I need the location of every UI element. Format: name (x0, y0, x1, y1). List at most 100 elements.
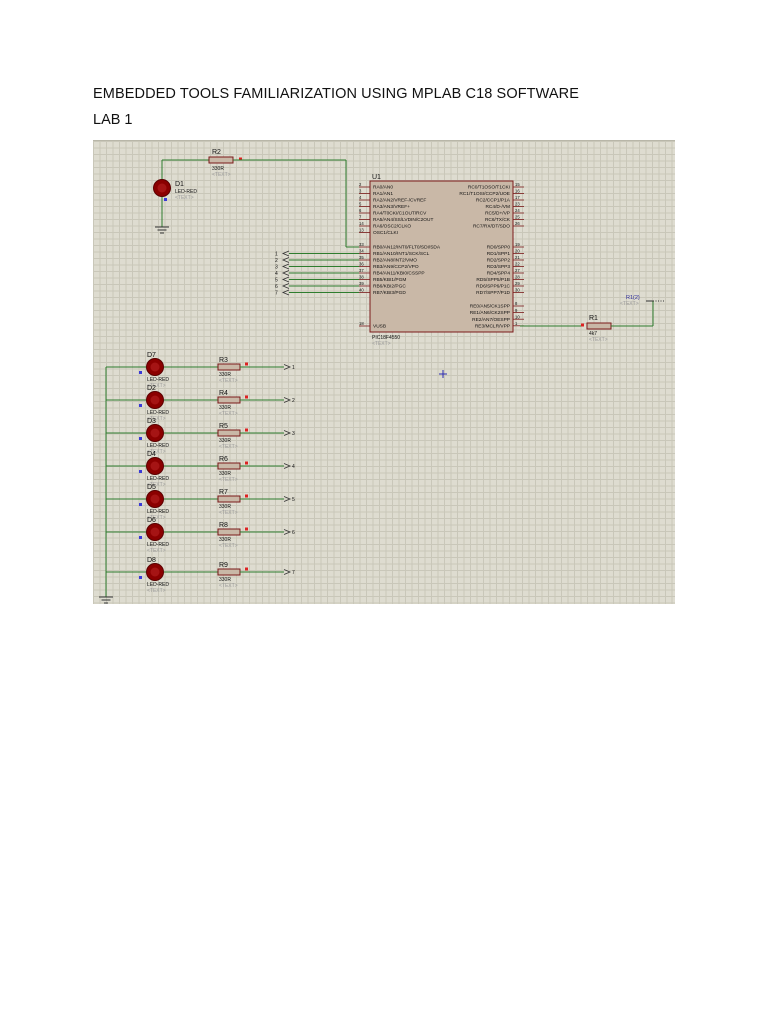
led-text: <TEXT> (147, 588, 166, 594)
pin-name: RE3/MCLR/VPP (475, 323, 510, 329)
terminal-label: 4 (275, 271, 278, 277)
terminal-icon (283, 496, 292, 502)
terminal-label: 6 (292, 530, 295, 536)
terminal-label: 5 (292, 497, 295, 503)
pin-number: 40 (359, 288, 364, 293)
led-rows: D7LED-RED<TEXT>R3330R<TEXT>1D2LED-RED<TE… (106, 352, 295, 594)
probe-text: <TEXT> (620, 301, 639, 307)
resistor-ref: R7 (219, 489, 228, 496)
r2-ref: R2 (212, 149, 221, 156)
resistor-text: <TEXT> (219, 411, 238, 417)
led-text: <TEXT> (147, 482, 166, 488)
terminal-icon (283, 569, 292, 575)
resistor-icon[interactable] (217, 462, 241, 470)
u1-chip[interactable]: U1 PIC18F4550 <TEXT> 2RA0/AN03RA1/AN14RA… (359, 174, 524, 347)
resistor-text: <TEXT> (219, 543, 238, 549)
led-ref: D6 (147, 517, 156, 524)
resistor-ref: R8 (219, 522, 228, 529)
u1-text: <TEXT> (372, 341, 391, 347)
pin-marker (139, 470, 142, 473)
pin-number: 16 (515, 189, 520, 194)
led-bank: D7LED-RED<TEXT>R3330R<TEXT>1D2LED-RED<TE… (99, 352, 295, 604)
resistor-icon[interactable] (217, 528, 241, 536)
resistor-value: 330R (219, 537, 231, 543)
pin-name: VUSB (373, 324, 386, 330)
resistor-value: 330R (219, 577, 231, 583)
resistor-text: <TEXT> (219, 477, 238, 483)
resistor-icon[interactable] (217, 495, 241, 503)
resistor-ref: R3 (219, 357, 228, 364)
pin-number: 28 (515, 275, 520, 280)
schematic-svg: D1 LED-RED <TEXT> R2 330R <TEXT> U1 PIC1… (99, 149, 665, 604)
pin-name: RD4/SPP4 (487, 271, 511, 277)
led-part: LED-RED (147, 509, 169, 515)
led-icon-core (150, 567, 160, 577)
d1-circuit: D1 LED-RED <TEXT> R2 330R <TEXT> (153, 149, 359, 248)
pin-number: 23 (515, 202, 520, 207)
pin-number: 30 (515, 288, 520, 293)
pin-name: RC5/D+/VP (485, 211, 510, 217)
led-part: LED-RED (147, 377, 169, 383)
pin-number: 27 (515, 268, 520, 273)
led-icon-core (150, 362, 160, 372)
terminal-label: 7 (292, 570, 295, 576)
probe-label: R1(2) (626, 295, 640, 301)
pin-name: RE0/AN5/CK1SPP (470, 304, 510, 310)
pin-number: 34 (359, 249, 364, 254)
terminal-icon (283, 463, 292, 469)
resistor-icon[interactable] (217, 429, 241, 437)
terminal-icon (283, 364, 292, 370)
resistor-icon[interactable] (208, 156, 234, 164)
u1-body[interactable] (369, 180, 514, 333)
led-part: LED-RED (147, 410, 169, 416)
resistor-text: <TEXT> (219, 510, 238, 516)
pin-name: RC1/T1OSI/CCP2/UOE (459, 191, 510, 197)
resistor-text: <TEXT> (219, 583, 238, 589)
pin-marker (139, 371, 142, 374)
resistor-icon[interactable] (217, 568, 241, 576)
pin-name: RC6/TX/CK (485, 217, 511, 223)
pin-marker (245, 527, 248, 531)
pin-number: 21 (515, 255, 520, 260)
terminal-icon (281, 263, 290, 270)
terminal-label: 6 (275, 284, 278, 290)
pin-number: 4 (359, 195, 362, 200)
pin-number: 22 (515, 262, 520, 267)
resistor-ref: R9 (219, 562, 228, 569)
r1-value: 4k7 (589, 331, 597, 337)
resistor-icon[interactable] (586, 322, 612, 330)
pin-name: RC7/RX/DT/SDO (473, 224, 510, 230)
pin-marker (164, 198, 167, 201)
pin-name: RB2/AN8/INT2/VMO (373, 258, 417, 264)
led-text: <TEXT> (147, 449, 166, 455)
led-part: LED-RED (147, 542, 169, 548)
d1-part: LED-RED (175, 189, 197, 195)
schematic-canvas[interactable]: D1 LED-RED <TEXT> R2 330R <TEXT> U1 PIC1… (93, 140, 675, 604)
pin-name: RB6/KBI2/PGC (373, 284, 406, 290)
pin-name: RB5/KBI1/PGM (373, 277, 406, 283)
pin-marker (139, 503, 142, 506)
terminal-label: 5 (275, 278, 278, 284)
led-icon-core (150, 395, 160, 405)
pin-number: 9 (515, 308, 518, 313)
resistor-icon[interactable] (217, 396, 241, 404)
pin-name: RA5/AN4/SS/LVDIN/C2OUT (373, 217, 433, 223)
pin-marker (245, 428, 248, 432)
pin-number: 26 (515, 221, 520, 226)
led-text: <TEXT> (147, 416, 166, 422)
pin-number: 25 (515, 215, 520, 220)
led-ref: D2 (147, 385, 156, 392)
u1-right-pins: 15RC0/T1OSO/T1CKI16RC1/T1OSI/CCP2/UOE17R… (459, 182, 524, 329)
resistor-text: <TEXT> (219, 444, 238, 450)
terminal-label: 1 (292, 365, 295, 371)
pin-name: OSC1/CLKI (373, 230, 398, 236)
r2-value: 330R (212, 166, 224, 172)
pin-name: RB7/KBI3/PGD (373, 290, 406, 296)
pin-number: 6 (359, 208, 362, 213)
resistor-icon[interactable] (217, 363, 241, 371)
pin-name: RD1/SPP1 (487, 251, 511, 257)
pin-marker (245, 494, 248, 498)
pin-number: 29 (515, 281, 520, 286)
